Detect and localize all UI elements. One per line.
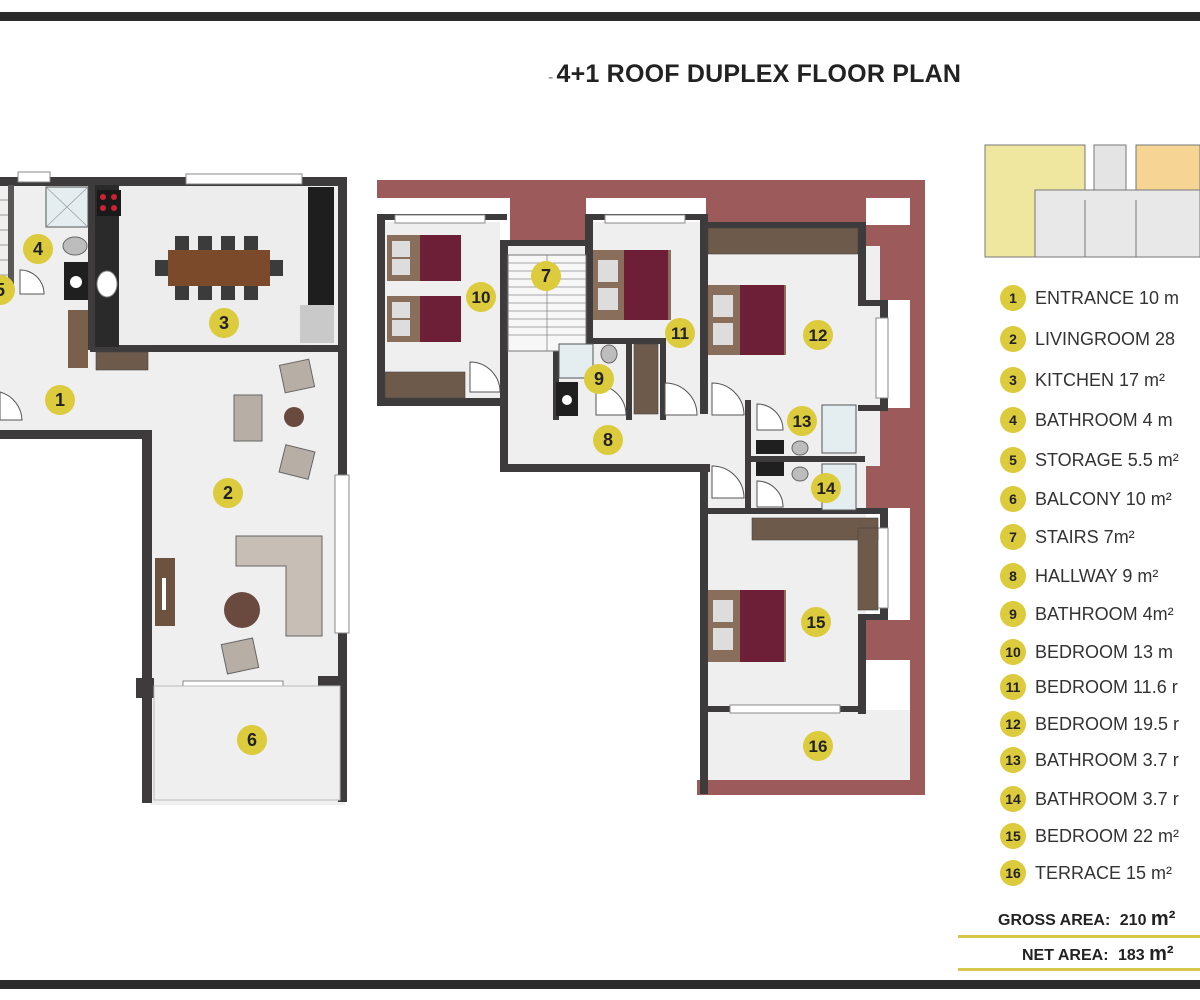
room-marker-9: 9 xyxy=(584,364,614,394)
legend-item-2: 2 LIVINGROOM 28 xyxy=(1000,326,1175,352)
svg-text:16: 16 xyxy=(809,737,828,756)
room-marker-15: 15 xyxy=(801,607,831,637)
svg-text:2: 2 xyxy=(223,483,233,503)
legend-number: 10 xyxy=(1000,639,1026,665)
legend-text: HALLWAY 9 m² xyxy=(1035,565,1159,586)
legend-item-3: 3 KITCHEN 17 m² xyxy=(1000,367,1165,393)
legend-text: BATHROOM 3.7 r xyxy=(1035,788,1179,809)
legend-text: STAIRS 7m² xyxy=(1035,526,1135,547)
legend-number: 3 xyxy=(1000,367,1026,393)
room-marker-1: 1 xyxy=(45,385,75,415)
legend-number: 2 xyxy=(1000,326,1026,352)
svg-text:8: 8 xyxy=(603,430,613,450)
room-marker-8: 8 xyxy=(593,425,623,455)
legend-text: LIVINGROOM 28 xyxy=(1035,328,1176,349)
legend-number: 11 xyxy=(1000,674,1026,700)
svg-text:9: 9 xyxy=(594,369,604,389)
legend-number: 9 xyxy=(1000,601,1026,627)
room-marker-13: 13 xyxy=(787,406,817,436)
svg-text:6: 6 xyxy=(247,730,257,750)
location-thumbnail xyxy=(984,144,1200,258)
legend-text: ENTRANCE 10 m xyxy=(1035,287,1180,308)
legend-item-7: 7 STAIRS 7m² xyxy=(1000,524,1135,550)
legend-number: 14 xyxy=(1000,786,1026,812)
net-area-label: NET AREA: xyxy=(1022,947,1109,964)
svg-text:15: 15 xyxy=(807,613,826,632)
svg-text:7: 7 xyxy=(541,266,551,286)
svg-text:5: 5 xyxy=(0,280,5,300)
legend-item-15: 15 BEDROOM 22 m² xyxy=(1000,823,1179,849)
legend-text: BALCONY 10 m² xyxy=(1035,488,1172,509)
legend-text: STORAGE 5.5 m² xyxy=(1035,449,1179,470)
room-marker-2: 2 xyxy=(213,478,243,508)
legend-item-1: 1 ENTRANCE 10 m xyxy=(1000,285,1179,311)
svg-text:13: 13 xyxy=(793,412,812,431)
svg-text:10: 10 xyxy=(472,288,491,307)
room-markers: 12345678910111213141516 xyxy=(0,234,841,761)
room-marker-3: 3 xyxy=(209,308,239,338)
legend-number: 7 xyxy=(1000,524,1026,550)
svg-text:1: 1 xyxy=(55,390,65,410)
gross-area: GROSS AREA: 210 m² xyxy=(998,908,1175,931)
legend-text: BATHROOM 3.7 r xyxy=(1035,749,1179,770)
svg-text:14: 14 xyxy=(817,479,836,498)
legend-item-14: 14 BATHROOM 3.7 r xyxy=(1000,786,1179,812)
legend-number: 5 xyxy=(1000,447,1026,473)
legend-text: BATHROOM 4m² xyxy=(1035,603,1174,624)
gross-area-rule xyxy=(958,935,1200,938)
net-area-rule xyxy=(958,968,1200,971)
svg-text:3: 3 xyxy=(219,313,229,333)
legend-item-6: 6 BALCONY 10 m² xyxy=(1000,486,1172,512)
legend-number: 1 xyxy=(1000,285,1026,311)
top-border xyxy=(0,12,1200,21)
legend-item-10: 10 BEDROOM 13 m xyxy=(1000,639,1173,665)
room-marker-16: 16 xyxy=(803,731,833,761)
legend-number: 4 xyxy=(1000,407,1026,433)
legend-item-11: 11 BEDROOM 11.6 r xyxy=(1000,674,1178,700)
legend-text: BEDROOM 13 m xyxy=(1035,641,1174,662)
legend-number: 15 xyxy=(1000,823,1026,849)
lower-floor xyxy=(0,171,350,805)
legend-item-5: 5 STORAGE 5.5 m² xyxy=(1000,447,1179,473)
legend-item-12: 12 BEDROOM 19.5 r xyxy=(1000,711,1179,737)
svg-text:11: 11 xyxy=(671,324,689,343)
legend-text: BATHROOM 4 m xyxy=(1035,409,1173,430)
legend-text: BEDROOM 19.5 r xyxy=(1035,713,1180,734)
room-marker-10: 10 xyxy=(466,282,496,312)
gross-area-value: 210 xyxy=(1119,912,1147,929)
legend-number: 8 xyxy=(1000,563,1026,589)
legend-number: 13 xyxy=(1000,747,1026,773)
legend-text: BEDROOM 11.6 r xyxy=(1035,676,1178,697)
legend-number: 6 xyxy=(1000,486,1026,512)
legend-number: 12 xyxy=(1000,711,1026,737)
svg-text:4: 4 xyxy=(33,239,43,259)
net-area-unit: m² xyxy=(1149,943,1174,965)
bottom-border xyxy=(0,980,1200,989)
legend-text: BEDROOM 22 m² xyxy=(1035,825,1180,846)
room-marker-11: 11 xyxy=(665,318,695,348)
gross-area-label: GROSS AREA: xyxy=(998,912,1111,929)
legend-text: TERRACE 15 m² xyxy=(1035,862,1173,883)
legend-text: KITCHEN 17 m² xyxy=(1035,369,1166,390)
svg-text:12: 12 xyxy=(809,326,828,345)
room-marker-7: 7 xyxy=(531,261,561,291)
legend-item-9: 9 BATHROOM 4m² xyxy=(1000,601,1174,627)
net-area: NET AREA: 183 m² xyxy=(1022,943,1174,966)
legend-item-13: 13 BATHROOM 3.7 r xyxy=(1000,747,1179,773)
room-marker-14: 14 xyxy=(811,473,841,503)
legend-number: 16 xyxy=(1000,860,1026,886)
legend-item-8: 8 HALLWAY 9 m² xyxy=(1000,563,1158,589)
page-title: -4+1 ROOF DUPLEX FLOOR PLAN xyxy=(548,60,962,88)
room-marker-6: 6 xyxy=(237,725,267,755)
room-marker-4: 4 xyxy=(23,234,53,264)
net-area-value: 183 xyxy=(1117,947,1145,964)
legend-item-4: 4 BATHROOM 4 m xyxy=(1000,407,1173,433)
gross-area-unit: m² xyxy=(1150,908,1176,930)
room-marker-5: 5 xyxy=(0,275,15,305)
legend-item-16: 16 TERRACE 15 m² xyxy=(1000,860,1172,886)
room-marker-12: 12 xyxy=(803,320,833,350)
upper-floor xyxy=(377,180,925,795)
